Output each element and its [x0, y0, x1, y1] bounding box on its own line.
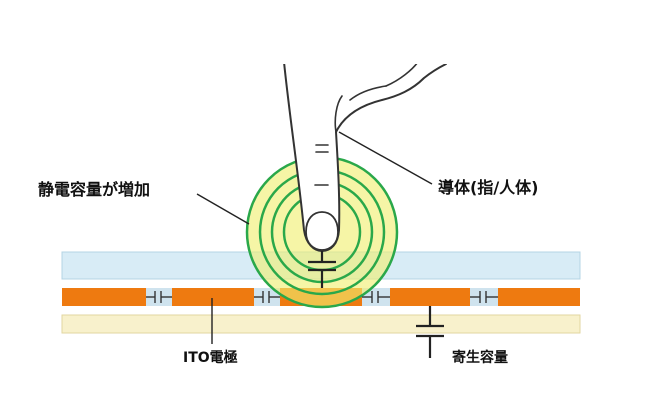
ito-gap — [146, 288, 172, 306]
gap-capacitor-icon — [254, 291, 280, 303]
gap-capacitor-icon — [146, 291, 172, 303]
ito-gap — [470, 288, 498, 306]
ito-segment — [498, 288, 580, 306]
label-ito-electrode: ITO電極 — [183, 349, 238, 366]
ito-gap — [362, 288, 390, 306]
ito-segment — [62, 288, 146, 306]
leader-line — [196, 193, 250, 225]
ito-segment — [390, 288, 470, 306]
leader-line — [338, 131, 433, 185]
ito-gap — [254, 288, 280, 306]
ito-segment — [172, 288, 254, 306]
gap-capacitor-icon — [470, 291, 498, 303]
finger-icon — [279, 39, 447, 252]
finger-crop — [270, 30, 460, 64]
label-conductor: 導体(指/人体) — [438, 178, 538, 197]
label-capacitance-increase: 静電容量が増加 — [38, 180, 150, 199]
gap-capacitor-icon — [362, 291, 390, 303]
label-parasitic-capacitance: 寄生容量 — [452, 349, 508, 366]
parasitic-capacitor-icon — [416, 306, 444, 358]
touch-capacitor-icon — [308, 251, 336, 288]
substrate-layer — [61, 314, 581, 334]
